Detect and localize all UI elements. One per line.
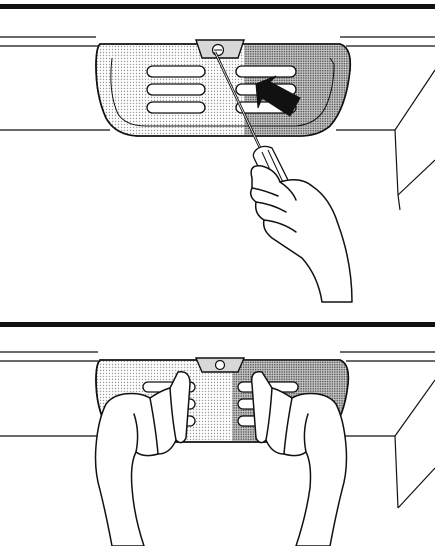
panel-remove-screw [0, 0, 435, 312]
vent-slots-left [147, 66, 205, 113]
pull-cover-illustration [0, 318, 435, 546]
screw-housing-bottom [196, 358, 244, 372]
screw-housing [196, 40, 244, 58]
panel-border-top [0, 4, 435, 9]
screw-hole-icon [216, 361, 225, 370]
panel-pull-cover [0, 318, 435, 546]
remove-screw-illustration [0, 0, 435, 312]
light-cover [96, 40, 354, 140]
hand-right [251, 166, 352, 302]
